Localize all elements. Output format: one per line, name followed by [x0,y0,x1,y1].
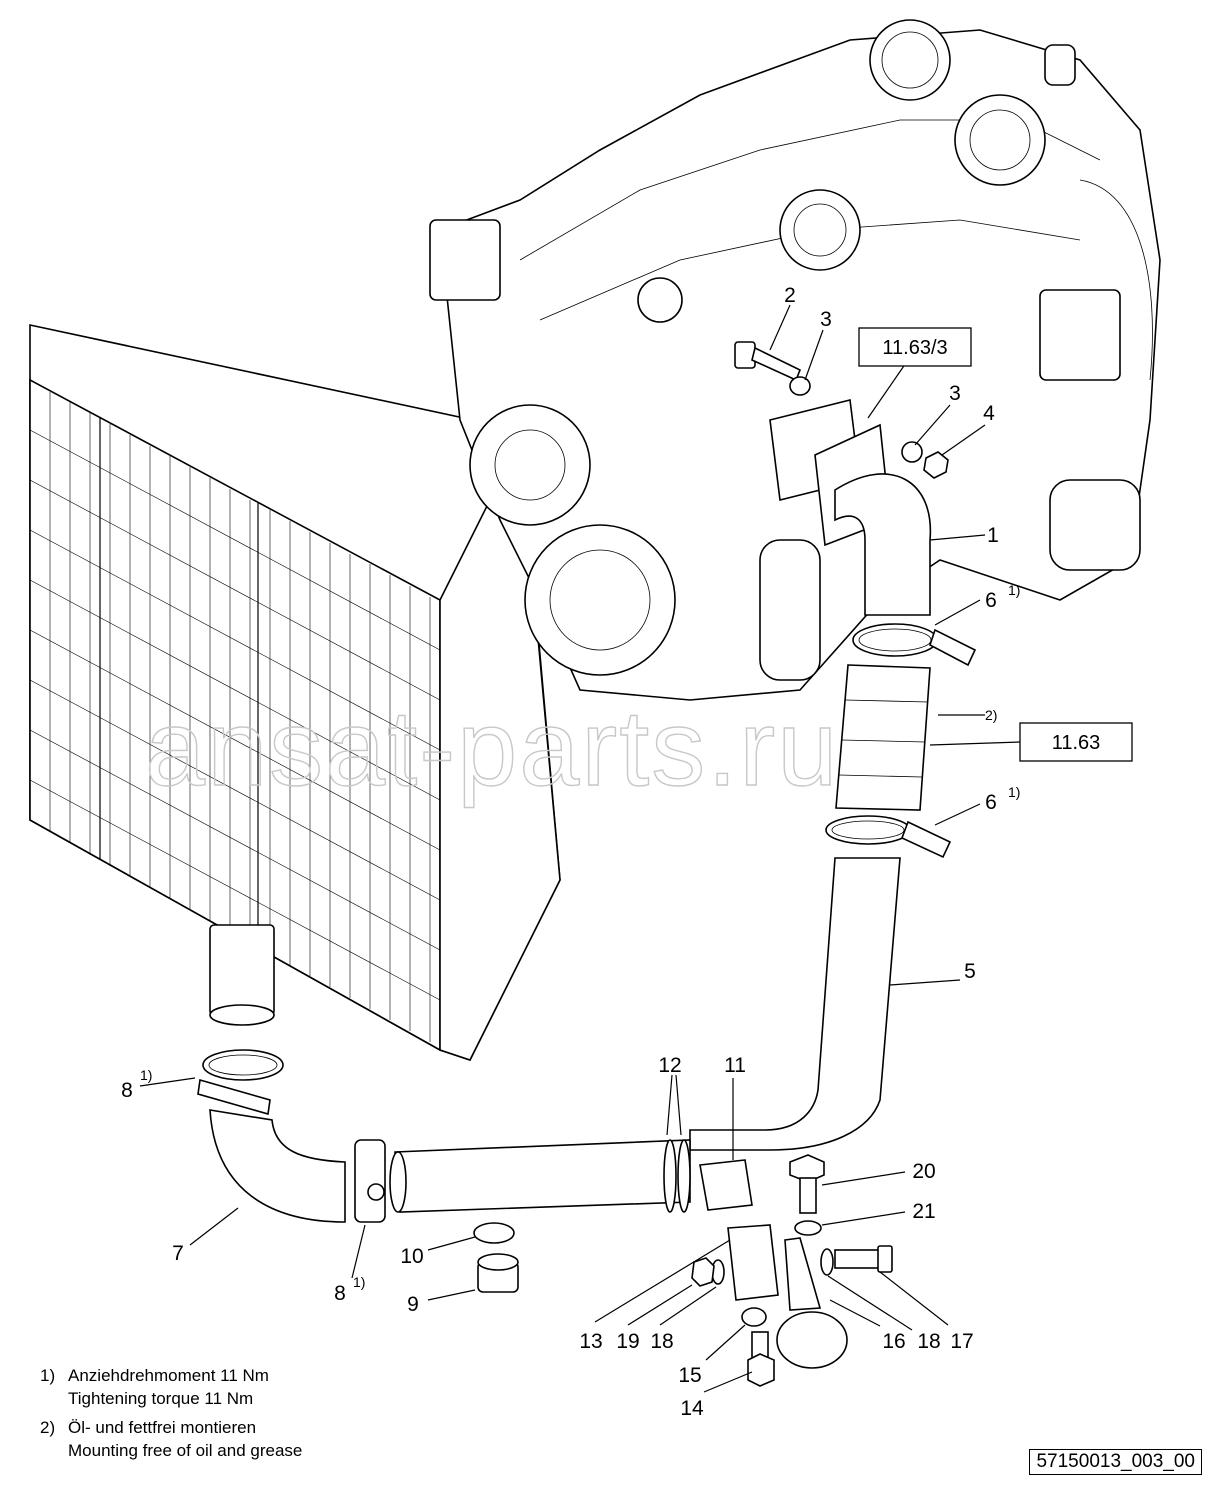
footnote-1: 1) Anziehdrehmoment 11 Nm Tightening tor… [40,1366,269,1408]
footnote-2: 2) Öl- und fettfrei montieren Mounting f… [40,1418,303,1460]
hose-clamp-6-lower [825,815,952,859]
callout-8: 8 [121,1079,133,1102]
callout-11: 11 [724,1054,746,1077]
drawing-number: 57150013_003_00 [1029,1449,1202,1475]
callout-2: 2 [784,284,796,307]
callout-18: 18 [917,1330,940,1353]
callout-6: 6 [985,589,997,612]
callout-18: 18 [650,1330,673,1353]
rings-12 [663,1139,691,1213]
hose-clamp-8-upper [197,1049,284,1116]
radiator-grid [29,392,441,1042]
svg-text:11.63: 11.63 [1052,732,1101,754]
footnote-1-de: Anziehdrehmoment 11 Nm [68,1366,269,1385]
callout-3: 3 [949,382,961,405]
bracket-16 [784,1237,822,1311]
ref-box-11-63: 11.63 [1019,722,1133,762]
svg-text:2): 2) [985,707,997,723]
callout-12: 12 [658,1054,681,1077]
callout-16: 16 [882,1330,905,1353]
footnotes: 1) Anziehdrehmoment 11 Nm Tightening tor… [40,1364,302,1468]
callout-13: 13 [579,1330,602,1353]
callout-15: 15 [678,1364,701,1387]
washer-18-right [820,1248,834,1276]
callout-labels: 2 3 3 4 1 6 6 5 8 7 8 10 9 12 11 20 21 1… [121,284,999,1420]
footnote-2-en: Mounting free of oil and grease [68,1441,303,1460]
callout-17: 17 [950,1330,973,1353]
callout-7: 7 [172,1242,184,1265]
washer-3-right [901,441,923,463]
footnote-2-de: Öl- und fettfrei montieren [68,1418,257,1437]
sensor-seal-10 [473,1222,515,1244]
hose-clamp-8-lower [354,1139,386,1223]
watermark: ansat-parts.ru [145,687,839,808]
elbow-hose-7 [209,1109,346,1223]
svg-text:1): 1) [140,1067,152,1083]
ref-box-11-63-3: 11.63/3 [858,327,972,367]
callout-4: 4 [983,402,995,425]
nut-4 [923,451,949,479]
bolt-20 [789,1154,825,1214]
callout-19: 19 [616,1330,639,1353]
washer-15 [741,1307,767,1327]
radiator [29,324,561,1061]
block-11 [699,1159,753,1211]
svg-text:1): 1) [1008,582,1020,598]
callout-21: 21 [912,1200,935,1223]
nut-19 [691,1257,715,1287]
callout-20: 20 [912,1160,935,1183]
callout-9: 9 [407,1293,419,1316]
washer-21 [794,1220,822,1236]
engine-block [429,19,1161,701]
washer-3-upper [789,376,811,396]
straight-pipe [394,1139,691,1213]
hose-sleeve [835,664,931,811]
callout-8: 8 [334,1282,346,1305]
mount-disc [776,1311,848,1369]
callout-6: 6 [985,791,997,814]
long-hose-5 [689,857,901,1151]
svg-text:1): 1) [353,1274,365,1290]
svg-text:11.63/3: 11.63/3 [882,337,947,359]
footnote-1-en: Tightening torque 11 Nm [68,1389,254,1408]
footnote-markers: 1) 1) 1) 1) 2) [140,582,1020,1290]
callout-1: 1 [987,524,999,547]
svg-text:1): 1) [1008,784,1020,800]
callout-10: 10 [400,1245,423,1268]
bracket-13 [727,1224,779,1301]
bolt-14 [747,1331,775,1387]
hose-clamp-6-upper [852,623,977,667]
leader-lines [139,304,1021,1393]
callout-3: 3 [820,308,832,331]
callout-5: 5 [964,960,976,983]
bolt-17 [834,1245,893,1273]
callout-14: 14 [680,1397,704,1420]
plug-9 [477,1253,519,1293]
